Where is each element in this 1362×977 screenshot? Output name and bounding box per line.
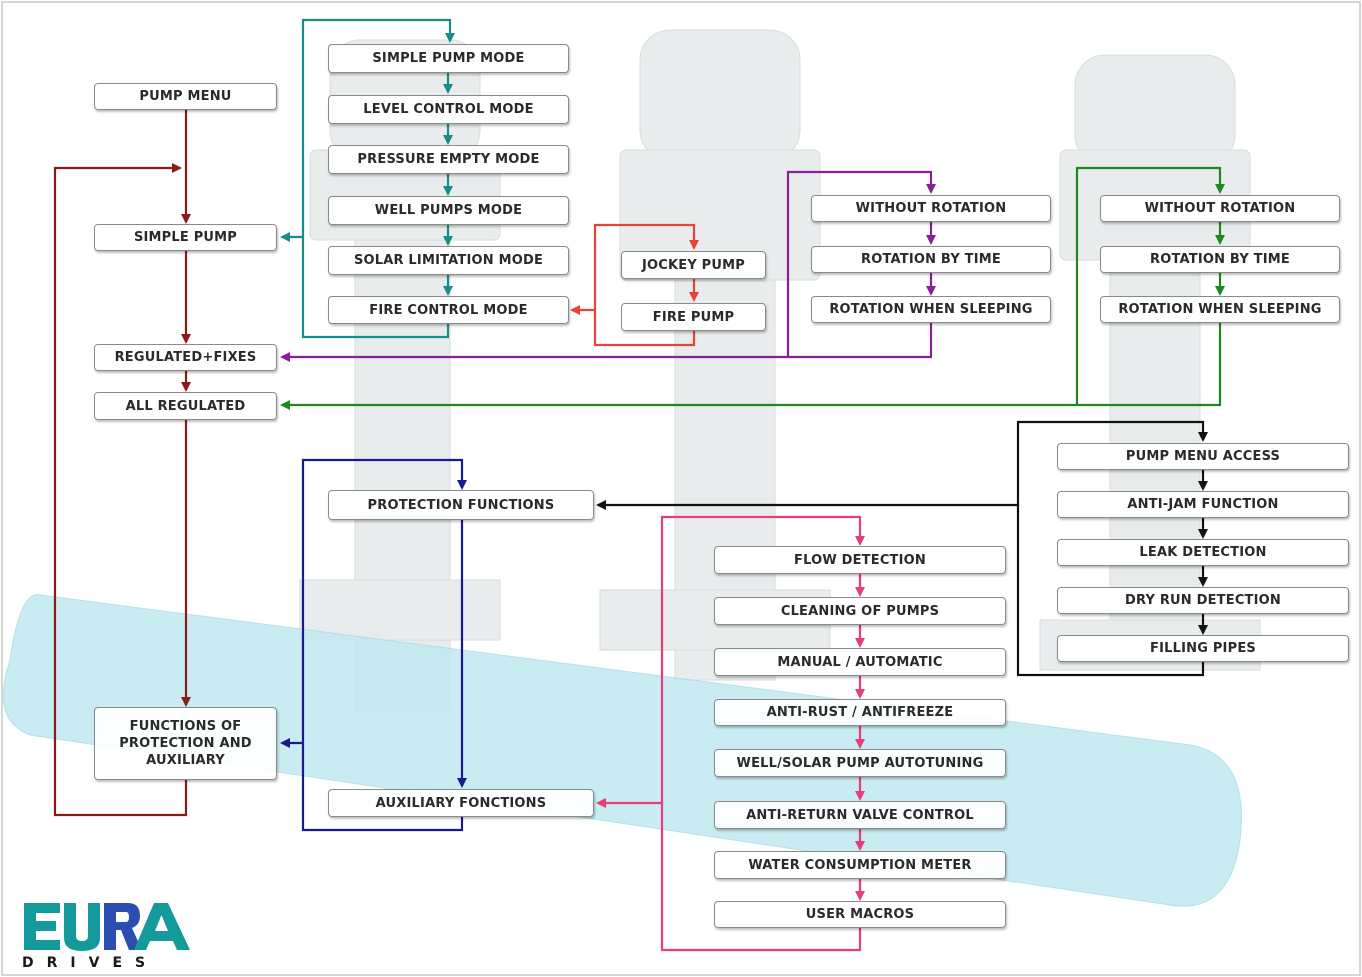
ar-rotation-by-time-box: ROTATION BY TIME xyxy=(1100,246,1340,273)
anti-rust-antifreeze-box: ANTI-RUST / ANTIFREEZE xyxy=(714,699,1006,726)
green-wires xyxy=(280,166,1225,410)
pink-wires xyxy=(596,515,865,952)
pump-menu-access-box: PUMP MENU ACCESS xyxy=(1057,443,1349,470)
water-consumption-meter-box: WATER CONSUMPTION METER xyxy=(714,851,1006,879)
red-wires xyxy=(570,223,699,347)
anti-jam-function-box: ANTI-JAM FUNCTION xyxy=(1057,491,1349,518)
level-control-mode-box: LEVEL CONTROL MODE xyxy=(328,95,569,124)
logo-drives-text: DRIVES xyxy=(22,955,159,971)
leak-detection-box: LEAK DETECTION xyxy=(1057,539,1349,566)
simple-pump-box: SIMPLE PUMP xyxy=(94,224,277,251)
ar-without-rotation-box: WITHOUT ROTATION xyxy=(1100,195,1340,222)
pressure-empty-mode-box: PRESSURE EMPTY MODE xyxy=(328,145,569,174)
purple-wires xyxy=(280,170,936,362)
solar-limitation-mode-box: SOLAR LIMITATION MODE xyxy=(328,246,569,275)
jockey-pump-box: JOCKEY PUMP xyxy=(621,251,766,279)
navy-wires xyxy=(280,458,467,832)
functions-protection-auxiliary-box: FUNCTIONS OF PROTECTION AND AUXILIARY xyxy=(94,707,277,780)
black-wires xyxy=(596,420,1208,677)
well-solar-autotuning-box: WELL/SOLAR PUMP AUTOTUNING xyxy=(714,749,1006,777)
eura-drives-logo xyxy=(24,903,190,951)
anti-return-valve-box: ANTI-RETURN VALVE CONTROL xyxy=(714,801,1006,829)
rf-rotation-when-sleeping-box: ROTATION WHEN SLEEPING xyxy=(811,296,1051,323)
teal-wires xyxy=(280,18,455,339)
manual-automatic-box: MANUAL / AUTOMATIC xyxy=(714,648,1006,676)
logo-mark xyxy=(24,903,190,951)
pump-menu-box: PUMP MENU xyxy=(94,83,277,110)
filling-pipes-box: FILLING PIPES xyxy=(1057,635,1349,662)
rf-without-rotation-box: WITHOUT ROTATION xyxy=(811,195,1051,222)
flow-detection-box: FLOW DETECTION xyxy=(714,546,1006,574)
dry-run-detection-box: DRY RUN DETECTION xyxy=(1057,587,1349,614)
cleaning-of-pumps-box: CLEANING OF PUMPS xyxy=(714,597,1006,625)
auxiliary-fonctions-box: AUXILIARY FONCTIONS xyxy=(328,789,594,817)
rf-rotation-by-time-box: ROTATION BY TIME xyxy=(811,246,1051,273)
protection-functions-box: PROTECTION FUNCTIONS xyxy=(328,490,594,520)
user-macros-box: USER MACROS xyxy=(714,901,1006,928)
simple-pump-mode-box: SIMPLE PUMP MODE xyxy=(328,44,569,73)
well-pumps-mode-box: WELL PUMPS MODE xyxy=(328,196,569,225)
fire-control-mode-box: FIRE CONTROL MODE xyxy=(328,296,569,324)
dark-red-wires xyxy=(53,110,191,817)
ar-rotation-when-sleeping-box: ROTATION WHEN SLEEPING xyxy=(1100,296,1340,323)
fire-pump-box: FIRE PUMP xyxy=(621,303,766,331)
all-regulated-box: ALL REGULATED xyxy=(94,392,277,420)
regulated-fixes-box: REGULATED+FIXES xyxy=(94,344,277,371)
